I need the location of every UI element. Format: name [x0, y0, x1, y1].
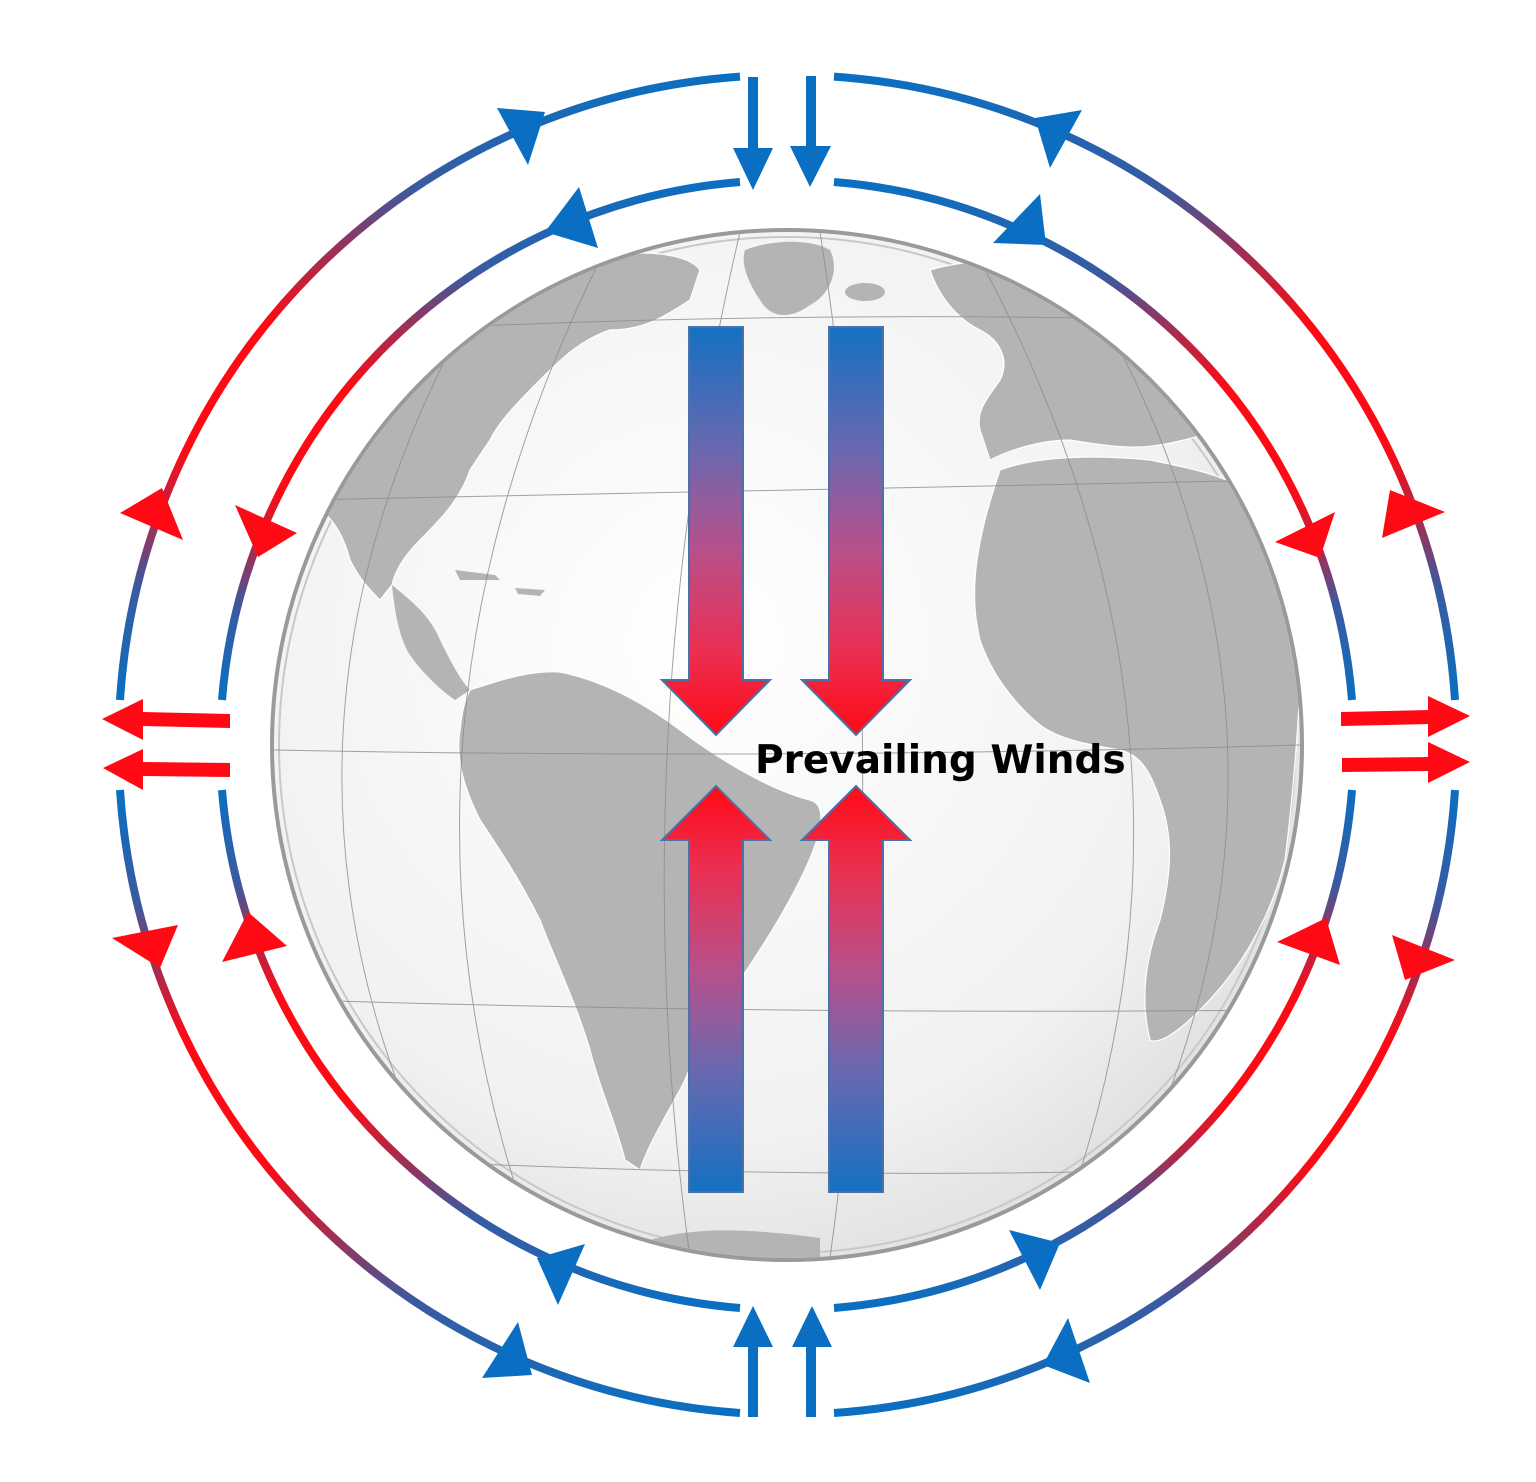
down-arrow-icon	[733, 77, 773, 190]
arrowhead-icon	[482, 1322, 532, 1378]
arrowhead-icon	[993, 194, 1046, 245]
arrowhead-icon	[1277, 918, 1340, 965]
greenland	[743, 241, 834, 316]
down-arrow-icon	[799, 326, 913, 737]
arrowhead-icon	[537, 1244, 585, 1305]
central-arrows	[659, 326, 913, 1193]
up-arrow-icon	[733, 1306, 773, 1417]
ring-arrowheads	[112, 108, 1455, 1383]
globe	[270, 228, 1304, 1262]
up-arrow-icon	[799, 784, 913, 1193]
arrowhead-icon	[1043, 1318, 1090, 1383]
left-arrow-icon	[102, 699, 230, 740]
arrowhead-icon	[497, 108, 545, 165]
arrowhead-icon	[1035, 110, 1082, 168]
land-masses	[274, 232, 1300, 1258]
diagram-title: Prevailing Winds	[755, 738, 1126, 783]
polar-arrows-top	[733, 76, 831, 190]
arrowhead-icon	[545, 187, 598, 248]
right-arrow-icon	[1341, 696, 1470, 737]
arrowhead-icon	[1275, 512, 1335, 558]
arrowhead-icon	[1009, 1230, 1060, 1290]
arrowhead-icon	[235, 505, 297, 557]
polar-arrows-bottom	[733, 1306, 832, 1417]
equatorial-arrows-right	[1341, 696, 1470, 783]
graticule	[274, 232, 1300, 1258]
down-arrow-icon	[659, 326, 773, 737]
up-arrow-icon	[792, 1306, 832, 1417]
equatorial-arrows-left	[102, 699, 230, 790]
arrowhead-icon	[112, 925, 178, 968]
inner-ring	[218, 178, 1356, 1312]
arrowhead-icon	[120, 488, 183, 540]
right-arrow-icon	[1342, 742, 1470, 783]
arrowhead-icon	[1382, 490, 1445, 538]
down-arrow-icon	[790, 76, 831, 187]
arrowhead-icon	[222, 912, 287, 962]
circulation-rings	[116, 72, 1459, 1417]
up-arrow-icon	[659, 784, 773, 1193]
arrowhead-icon	[1392, 935, 1455, 980]
left-arrow-icon	[103, 749, 230, 790]
